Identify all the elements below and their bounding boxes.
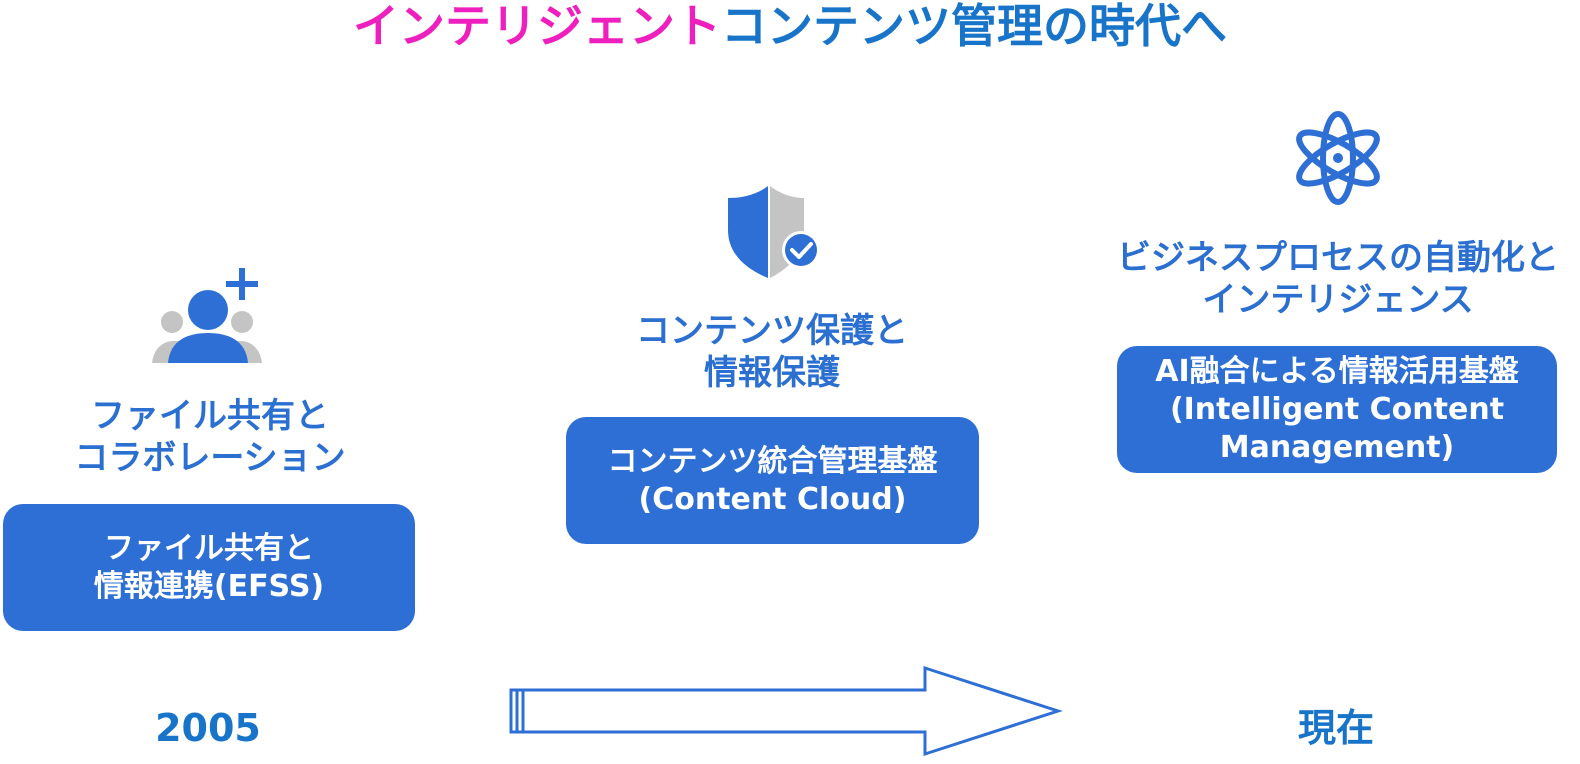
atom-icon [1296, 111, 1380, 205]
stage-1-heading-line: ファイル共有と [91, 396, 329, 436]
stage-3-heading: ビジネスプロセスの自動化と インテリジェンス [1088, 237, 1580, 321]
page-title: インテリジェントコンテンツ管理の時代へ [0, 0, 1580, 52]
timeline-end-label: 現在 [1297, 706, 1374, 750]
stage-1-heading-line: コラボレーション [74, 438, 346, 478]
stage-1-box: ファイル共有と 情報連携(EFSS) [3, 504, 415, 631]
stage-2-heading: コンテンツ保護と 情報保護 [572, 310, 972, 394]
shield-check-icon [728, 186, 820, 278]
stage-1-heading: ファイル共有と コラボレーション [10, 395, 410, 479]
add-user-icon [152, 268, 262, 363]
stage-3-box-line: Management) [1219, 429, 1455, 465]
stage-1-box-line: 情報連携(EFSS) [93, 568, 325, 604]
stage-2-heading-line: 情報保護 [704, 353, 840, 393]
stage-3-heading-line: ビジネスプロセスの自動化と [1117, 238, 1559, 278]
timeline-start-label: 2005 [155, 706, 261, 750]
stage-2-box-line: (Content Cloud) [638, 481, 907, 517]
stage-1-box-line: ファイル共有と [104, 530, 314, 566]
title-rest: コンテンツ管理の時代へ [721, 0, 1227, 53]
stage-3-box-line: AI融合による情報活用基盤 [1155, 353, 1519, 389]
stage-3-heading-line: インテリジェンス [1202, 280, 1474, 320]
stage-3-box: AI融合による情報活用基盤 (Intelligent Content Manag… [1117, 346, 1557, 473]
stage-3-box-line: (Intelligent Content [1169, 391, 1505, 427]
stage-2-box-line: コンテンツ統合管理基盤 [607, 443, 938, 479]
right-arrow-icon [509, 665, 1063, 757]
title-highlight: インテリジェント [353, 0, 721, 53]
stage-2-heading-line: コンテンツ保護と [636, 311, 908, 351]
stage-2-box: コンテンツ統合管理基盤 (Content Cloud) [566, 417, 979, 544]
